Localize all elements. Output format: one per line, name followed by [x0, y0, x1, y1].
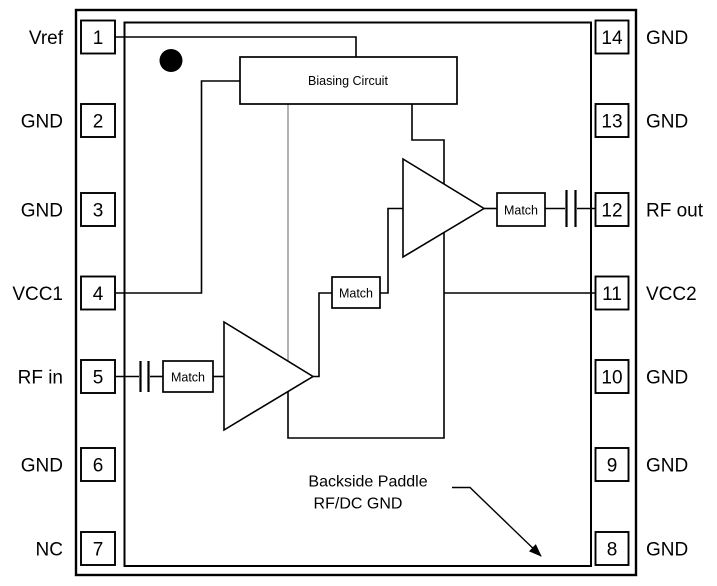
pin-label-nc: NC	[36, 540, 63, 561]
pin-number-13: 13	[601, 112, 622, 133]
pin-box-11	[594, 275, 630, 311]
pin-number-4: 4	[93, 284, 104, 305]
biasing-circuit-label: Biasing Circuit	[308, 74, 388, 88]
pin-label-gnd-14: GND	[646, 28, 688, 49]
pin-number-1: 1	[93, 28, 104, 49]
pin-label-rf-out: RF out	[646, 201, 704, 222]
pin-box-6	[80, 447, 116, 482]
pin-label-vcc1: VCC1	[12, 284, 63, 305]
pin-box-13	[594, 103, 630, 138]
trace-amp2-to-amp1-return	[287, 232, 445, 439]
pin-label-gnd-10: GND	[646, 368, 688, 389]
pin-label-gnd-9: GND	[646, 456, 688, 477]
pin1-indicator-dot	[159, 49, 183, 72]
pin-number-8: 8	[607, 540, 618, 561]
pin-number-12: 12	[601, 201, 622, 222]
pin-label-gnd-3: GND	[21, 201, 63, 222]
output-match-block: Match	[496, 192, 546, 227]
package-outline	[74, 8, 638, 577]
interstage-match-block: Match	[331, 276, 381, 309]
amplifier2-icon	[402, 157, 486, 259]
pin-box-5	[80, 359, 116, 394]
pin-label-vref: Vref	[29, 28, 64, 49]
pin-box-8	[594, 531, 630, 566]
trace-interstage-match-to-amp2	[380, 207, 403, 294]
trace-biasing-to-amp2	[411, 104, 445, 184]
input-capacitor-icon	[139, 361, 150, 392]
pin-label-vcc2: VCC2	[646, 284, 697, 305]
paddle-leader-arrow	[452, 486, 542, 557]
biasing-circuit-block: Biasing Circuit	[239, 56, 458, 105]
pin-label-rf-in: RF in	[18, 368, 63, 389]
pin-box-14	[594, 19, 630, 55]
die-outline	[123, 21, 592, 567]
backside-paddle-note: Backside Paddle RF/DC GND	[308, 474, 542, 557]
pin-labels-left: Vref GND GND VCC1 RF in GND NC	[12, 28, 63, 561]
pin-box-1	[80, 19, 116, 55]
pin-box-4	[80, 275, 116, 311]
input-match-label: Match	[171, 371, 205, 385]
input-match-block: Match	[162, 360, 214, 393]
pins-left: 1 2 3 4 5 6 7	[80, 19, 116, 566]
pins-right: 14 13 12 11 10 9 8	[594, 19, 630, 566]
traces	[115, 36, 595, 439]
output-capacitor-icon	[565, 190, 577, 227]
pin-label-gnd-2: GND	[21, 112, 63, 133]
pin-number-6: 6	[93, 456, 104, 477]
paddle-note-line1: Backside Paddle	[308, 474, 427, 491]
amplifier1-icon	[223, 320, 315, 432]
pin-number-14: 14	[601, 28, 623, 49]
output-match-label: Match	[504, 204, 538, 218]
pin-box-2	[80, 103, 116, 138]
pin-label-gnd-8: GND	[646, 540, 688, 561]
pin-box-3	[80, 192, 116, 227]
pin-box-12	[594, 192, 630, 227]
trace-amp1-to-interstage-match	[313, 292, 332, 378]
pin-number-7: 7	[93, 540, 104, 561]
pin-box-9	[594, 447, 630, 482]
pin-label-gnd-6: GND	[21, 456, 63, 477]
pin-number-10: 10	[601, 368, 622, 389]
trace-pin4-vcc1-to-biasing	[116, 80, 240, 294]
pin-number-11: 11	[602, 284, 622, 305]
pin-number-2: 2	[93, 112, 104, 133]
pin-box-10	[594, 359, 630, 394]
pin-labels-right: GND GND RF out VCC2 GND GND GND	[646, 28, 704, 561]
pin-box-7	[80, 531, 116, 566]
paddle-note-line2: RF/DC GND	[314, 496, 403, 513]
pin-number-3: 3	[93, 201, 104, 222]
pin-label-gnd-13: GND	[646, 112, 688, 133]
trace-pin1-to-biasing	[115, 36, 357, 57]
pin-number-9: 9	[607, 456, 618, 477]
pin-number-5: 5	[93, 368, 104, 389]
interstage-match-label: Match	[339, 287, 373, 301]
